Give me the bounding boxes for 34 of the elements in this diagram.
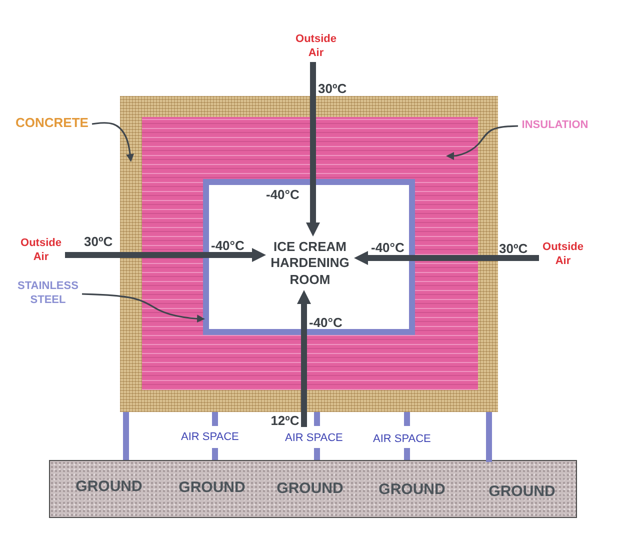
temperature-label: -40°C [371, 241, 404, 254]
arrow [306, 62, 320, 236]
stainless-steel-room [203, 179, 415, 335]
room-label: ICE CREAM HARDENING ROOM [268, 238, 352, 288]
temperature-label: -40°C [211, 239, 244, 252]
ground-label: GROUND [76, 478, 142, 496]
temperature-label: 30ºC [318, 82, 347, 94]
temperature-label: -40°C [309, 316, 342, 329]
temperature-label: 30ºC [499, 242, 528, 255]
callout-label: CONCRETE [14, 115, 90, 130]
leader-line [446, 125, 518, 160]
temperature-label: 30ºC [84, 235, 113, 248]
leader-line [82, 293, 205, 323]
air-space-label: AIR SPACE [285, 432, 343, 444]
ground-label: GROUND [178, 479, 246, 497]
arrow [354, 251, 539, 265]
leader-line [92, 122, 134, 162]
air-space-label: AIR SPACE [181, 432, 239, 442]
ground-label: GROUND [276, 480, 344, 498]
ground-label: GROUND [378, 481, 446, 499]
callout-label: STAINLESS STEEL [16, 280, 80, 307]
arrow [297, 290, 311, 427]
ground-slab [49, 460, 577, 518]
callout-label: INSULATION [520, 118, 590, 132]
temperature-label: -40°C [266, 188, 300, 201]
temperature-label: 12ºC [270, 414, 300, 427]
arrow [65, 248, 266, 262]
outside-air-label: Outside Air [541, 240, 585, 268]
outside-air-label: Outside Air [19, 236, 63, 264]
outside-air-label: Outside Air [294, 32, 338, 60]
insulation-layer [142, 117, 478, 390]
ground-label: GROUND [488, 482, 556, 500]
concrete-wall [120, 96, 498, 412]
air-space-label: AIR SPACE [373, 434, 431, 444]
